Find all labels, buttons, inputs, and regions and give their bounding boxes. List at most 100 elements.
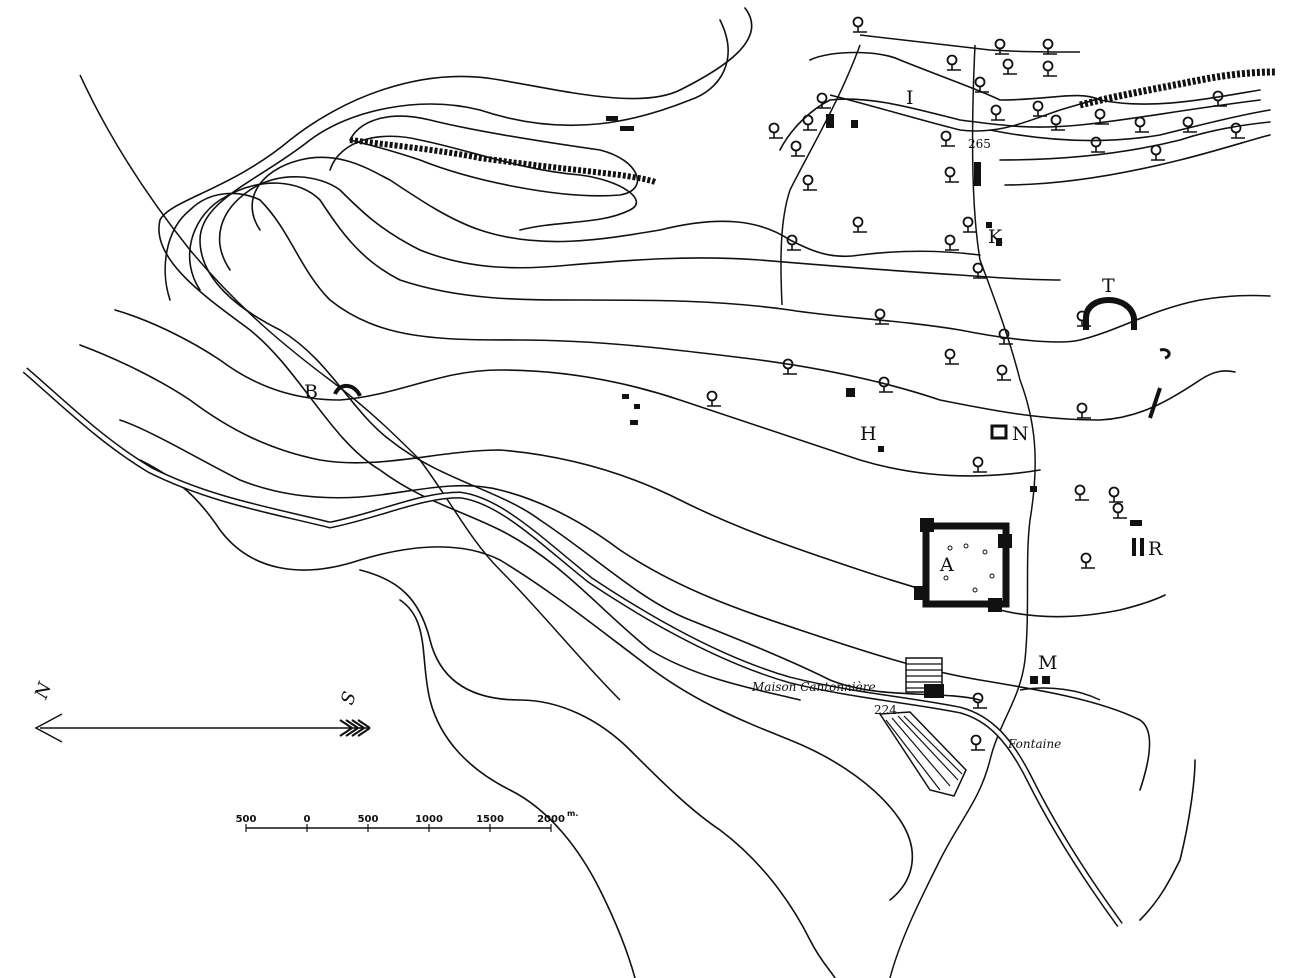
building bbox=[634, 404, 640, 409]
tree-icon bbox=[816, 92, 831, 109]
redoubt-T bbox=[1083, 297, 1137, 330]
building bbox=[1132, 538, 1136, 556]
tree-icon bbox=[852, 216, 867, 233]
elevation-summit: 265 bbox=[968, 137, 991, 151]
building bbox=[622, 394, 629, 399]
tree-icon bbox=[974, 76, 989, 93]
road bbox=[1019, 687, 1101, 701]
building bbox=[846, 388, 855, 397]
contour-line bbox=[349, 115, 639, 197]
tree-icon bbox=[1094, 108, 1109, 125]
ridge-crests bbox=[349, 68, 1276, 185]
contour-line bbox=[1004, 134, 1271, 186]
fort-A bbox=[914, 518, 1012, 612]
building bbox=[606, 116, 618, 121]
tree-icon bbox=[1090, 136, 1105, 153]
building bbox=[878, 446, 884, 452]
tree-icon bbox=[1230, 122, 1245, 139]
maison-cantonniere-buildings bbox=[878, 657, 967, 797]
roads bbox=[79, 34, 1101, 978]
scale-tick-label: 500 bbox=[358, 814, 379, 825]
place-fontaine: Fontaine bbox=[1007, 737, 1061, 751]
compass-north-label: N bbox=[31, 679, 57, 703]
road bbox=[859, 34, 1081, 53]
building bbox=[620, 126, 634, 131]
tree-icon bbox=[946, 54, 961, 71]
tree-icon bbox=[940, 130, 955, 147]
tree-icon bbox=[706, 390, 721, 407]
scale-tick-label: 1500 bbox=[476, 814, 504, 825]
contour-line bbox=[809, 51, 1261, 105]
tree-icon bbox=[1050, 114, 1065, 131]
map-labels: A B H I K M N R T 265 224 Maison Cantonn… bbox=[304, 87, 1163, 751]
tree-icon bbox=[802, 174, 817, 191]
label-N: N bbox=[1012, 423, 1029, 445]
building bbox=[851, 120, 858, 128]
tree-icon bbox=[1080, 552, 1095, 569]
railway bbox=[22, 367, 1123, 928]
contour-line bbox=[158, 7, 801, 701]
tree-icon bbox=[1212, 90, 1227, 107]
place-maison-cantonniere: Maison Cantonnière bbox=[751, 680, 876, 694]
tree-icon bbox=[944, 234, 959, 251]
contour-line bbox=[999, 121, 1271, 161]
contour-line bbox=[989, 109, 1271, 142]
scale-tick-label: 500 bbox=[236, 814, 257, 825]
label-B: B bbox=[304, 381, 318, 403]
tree-icon bbox=[1112, 502, 1127, 519]
tree-icon bbox=[994, 38, 1009, 55]
tree-icon bbox=[944, 348, 959, 365]
tree-icon bbox=[972, 262, 987, 279]
building bbox=[1030, 486, 1037, 492]
tree-icon bbox=[962, 216, 977, 233]
contour-line bbox=[114, 309, 1041, 477]
label-H: H bbox=[860, 423, 877, 445]
contour-line bbox=[1139, 759, 1196, 921]
contour-line bbox=[218, 176, 1061, 281]
tree-icon bbox=[874, 308, 889, 325]
tree-icon bbox=[878, 376, 893, 393]
building bbox=[630, 420, 638, 425]
contour-line bbox=[329, 135, 638, 231]
contour-line bbox=[399, 599, 636, 978]
tree-icon bbox=[998, 328, 1013, 345]
building bbox=[986, 222, 992, 228]
contour-line bbox=[139, 459, 914, 901]
tree-icon bbox=[1042, 60, 1057, 77]
building bbox=[1042, 676, 1050, 684]
building bbox=[1130, 520, 1142, 526]
label-I: I bbox=[906, 87, 914, 109]
contour-line bbox=[119, 419, 1151, 791]
building bbox=[1030, 676, 1038, 684]
label-K: K bbox=[988, 226, 1003, 248]
contour-line bbox=[359, 569, 836, 978]
tree-icon bbox=[1076, 402, 1091, 419]
contour-line bbox=[164, 192, 1236, 421]
contour-line bbox=[188, 182, 1271, 343]
label-A: A bbox=[939, 554, 954, 576]
scale-unit: m. bbox=[567, 809, 578, 818]
tree-icon bbox=[1134, 116, 1149, 133]
road bbox=[829, 94, 1101, 132]
road bbox=[889, 44, 1036, 978]
tree-icon bbox=[1002, 58, 1017, 75]
tree-icon bbox=[782, 358, 797, 375]
tree-icon bbox=[996, 364, 1011, 381]
contour-line bbox=[199, 19, 981, 701]
tree-icon bbox=[1032, 100, 1047, 117]
contour-line bbox=[251, 156, 981, 258]
square-work-N bbox=[990, 424, 1008, 440]
tree-icon bbox=[786, 234, 801, 251]
tree-icon bbox=[972, 456, 987, 473]
earthwork-B bbox=[333, 384, 362, 397]
compass-south-label: S bbox=[337, 689, 361, 708]
label-M: M bbox=[1038, 652, 1057, 674]
tree-icon bbox=[1108, 486, 1123, 503]
tree-icon bbox=[1042, 38, 1057, 55]
tree-icon bbox=[1074, 484, 1089, 501]
contour-line bbox=[779, 98, 1261, 151]
label-R: R bbox=[1148, 538, 1163, 560]
arrow-head-north bbox=[34, 713, 63, 743]
